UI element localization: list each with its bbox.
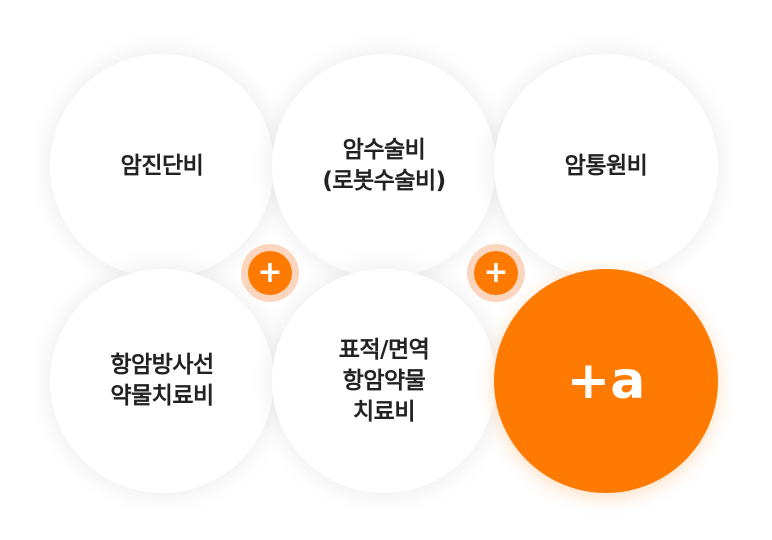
plus-icon: + xyxy=(248,251,292,295)
circle-label: 암통원비 xyxy=(564,152,648,179)
circle-cancer-surgery: 암수술비 (로봇수술비) xyxy=(272,54,496,278)
circle-label: 항암방사선 약물치료비 xyxy=(110,352,214,409)
circle-label: 암진단비 xyxy=(120,152,204,179)
circle-radiation-drug: 항암방사선 약물치료비 xyxy=(50,269,274,493)
circle-targeted-immune: 표적/면역 항암약물 치료비 xyxy=(272,269,496,493)
circle-cancer-hospital: 암통원비 xyxy=(494,54,718,278)
circle-label: 암수술비 (로봇수술비) xyxy=(322,137,446,194)
plus-icon: + xyxy=(474,251,518,295)
circle-label: +a xyxy=(566,351,646,411)
circle-cancer-diagnosis: 암진단비 xyxy=(50,54,274,278)
circle-plus-alpha: +a xyxy=(494,269,718,493)
plus-connector-right: + xyxy=(467,244,525,302)
circle-label: 표적/면역 항암약물 치료비 xyxy=(338,336,430,425)
plus-connector-left: + xyxy=(241,244,299,302)
